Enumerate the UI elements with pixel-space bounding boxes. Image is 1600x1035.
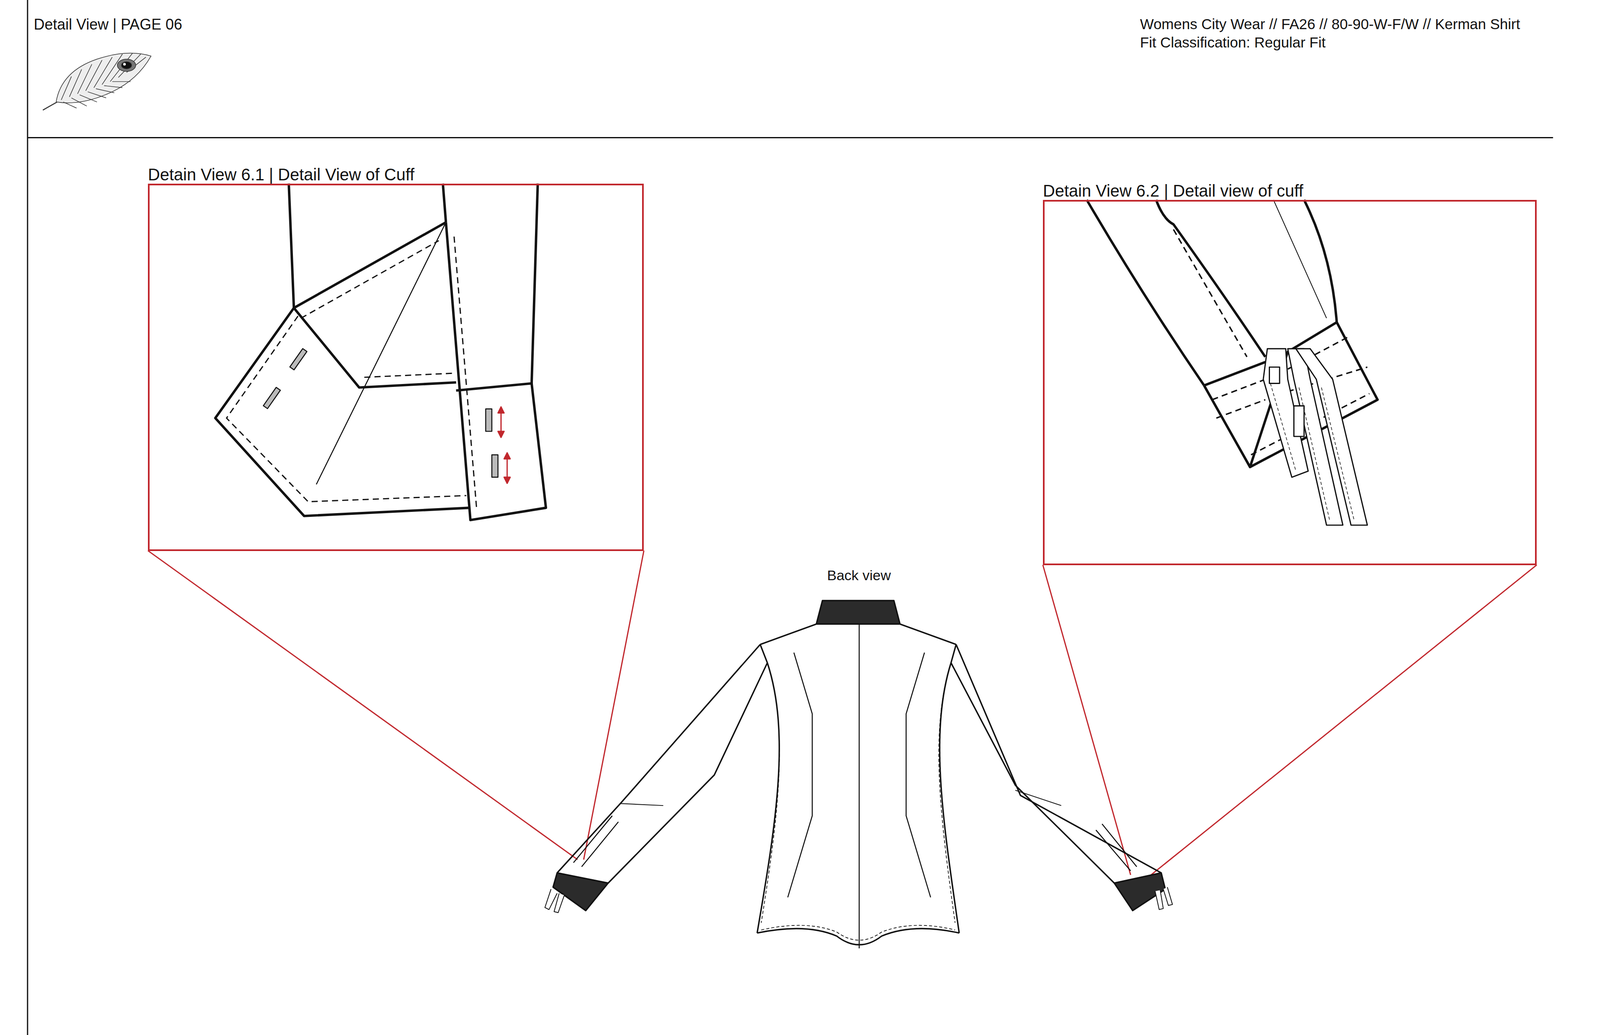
detail-view-frame: Detain View 6.1 | Detail View of Cuff (147, 183, 644, 552)
drawing-g (497, 407, 510, 484)
drawing-path (1156, 200, 1266, 358)
drawing-path (816, 600, 900, 625)
drawing-path (1321, 387, 1354, 520)
drawing-path (1155, 887, 1173, 910)
cuff-detail-6-1 (215, 183, 546, 521)
drawing-path (504, 452, 511, 484)
drawing-line (27, 0, 29, 1035)
drawing-path (1204, 385, 1250, 468)
drawing-rect (485, 409, 493, 432)
drawing-path (760, 644, 956, 663)
drawing-path (956, 644, 1162, 873)
drawing-path (215, 307, 470, 516)
drawing-g (1270, 383, 1355, 521)
drawing-line (1042, 565, 1131, 875)
drawing-path (61, 52, 146, 100)
leader-lines (147, 550, 1537, 876)
drawing-ellipse (117, 59, 136, 72)
drawing-path (293, 307, 456, 388)
shirt-back-view (545, 600, 1173, 949)
page-label: Womens City Wear // FA26 // 80-90-W-F/W … (1140, 15, 1520, 33)
page-frame (27, 0, 1553, 1035)
page-label: Detail View | PAGE 06 (33, 15, 183, 34)
drawing-path (620, 790, 1062, 806)
drawing-path (545, 889, 565, 913)
drawing-path (445, 222, 546, 521)
drawing-rect (491, 455, 498, 478)
drawing-path (557, 644, 760, 873)
page-label: Fit Classification: Regular Fit (1140, 34, 1326, 51)
cuff-detail-6-2 (1086, 200, 1378, 526)
drawing-path (761, 925, 955, 941)
drawing-line (147, 550, 578, 860)
drawing-rect (1269, 367, 1280, 384)
drawing-path (293, 222, 446, 309)
drawing-rect (1293, 405, 1304, 437)
drawing-path (858, 624, 860, 949)
drawing-path (531, 183, 538, 384)
drawing-path (760, 624, 956, 645)
drawing-path (497, 407, 505, 438)
drawing-path (300, 240, 439, 319)
drawing-g (263, 348, 498, 478)
drawing-g (226, 236, 477, 508)
drawing-path (757, 662, 780, 934)
detail-view-frame: Detain View 6.2 | Detail view of cuff (1042, 200, 1537, 566)
drawing-path (1086, 200, 1205, 386)
drawing-path (1173, 229, 1247, 358)
drawing-path (1299, 387, 1330, 520)
detail-view-heading: Detain View 6.2 | Detail view of cuff (1042, 181, 1304, 200)
drawing-g (1263, 348, 1368, 526)
drawing-ellipse (121, 61, 132, 69)
drawing-path (1295, 348, 1368, 526)
detail-view-heading: Detain View 6.1 | Detail View of Cuff (147, 165, 415, 184)
drawing-path (939, 662, 960, 934)
drawing-path (906, 652, 931, 898)
drawing-path (761, 673, 955, 924)
drawing-path (573, 816, 619, 868)
drawing-path (226, 316, 467, 503)
drawing-path (288, 183, 294, 309)
page-label: Back view (827, 567, 891, 584)
feather-logo (42, 52, 152, 110)
drawing-path (1273, 200, 1327, 319)
drawing-circle (123, 62, 126, 66)
drawing-path (63, 81, 131, 109)
drawing-path (787, 652, 813, 898)
drawing-line (1150, 565, 1537, 875)
drawing-path (552, 873, 608, 912)
drawing-rect (263, 387, 281, 409)
drawing-path (950, 662, 1115, 884)
drawing-path (757, 929, 960, 946)
drawing-line (27, 137, 1553, 139)
drawing-path (1270, 383, 1296, 472)
drawing-path (364, 373, 455, 378)
drawing-path (442, 183, 446, 223)
drawing-line (583, 550, 644, 860)
drawing-rect (290, 348, 308, 370)
drawing-path (454, 236, 477, 508)
drawing-path (608, 662, 768, 884)
drawing-path (56, 53, 152, 103)
drawing-path (1095, 824, 1137, 872)
drawing-path (316, 222, 446, 485)
